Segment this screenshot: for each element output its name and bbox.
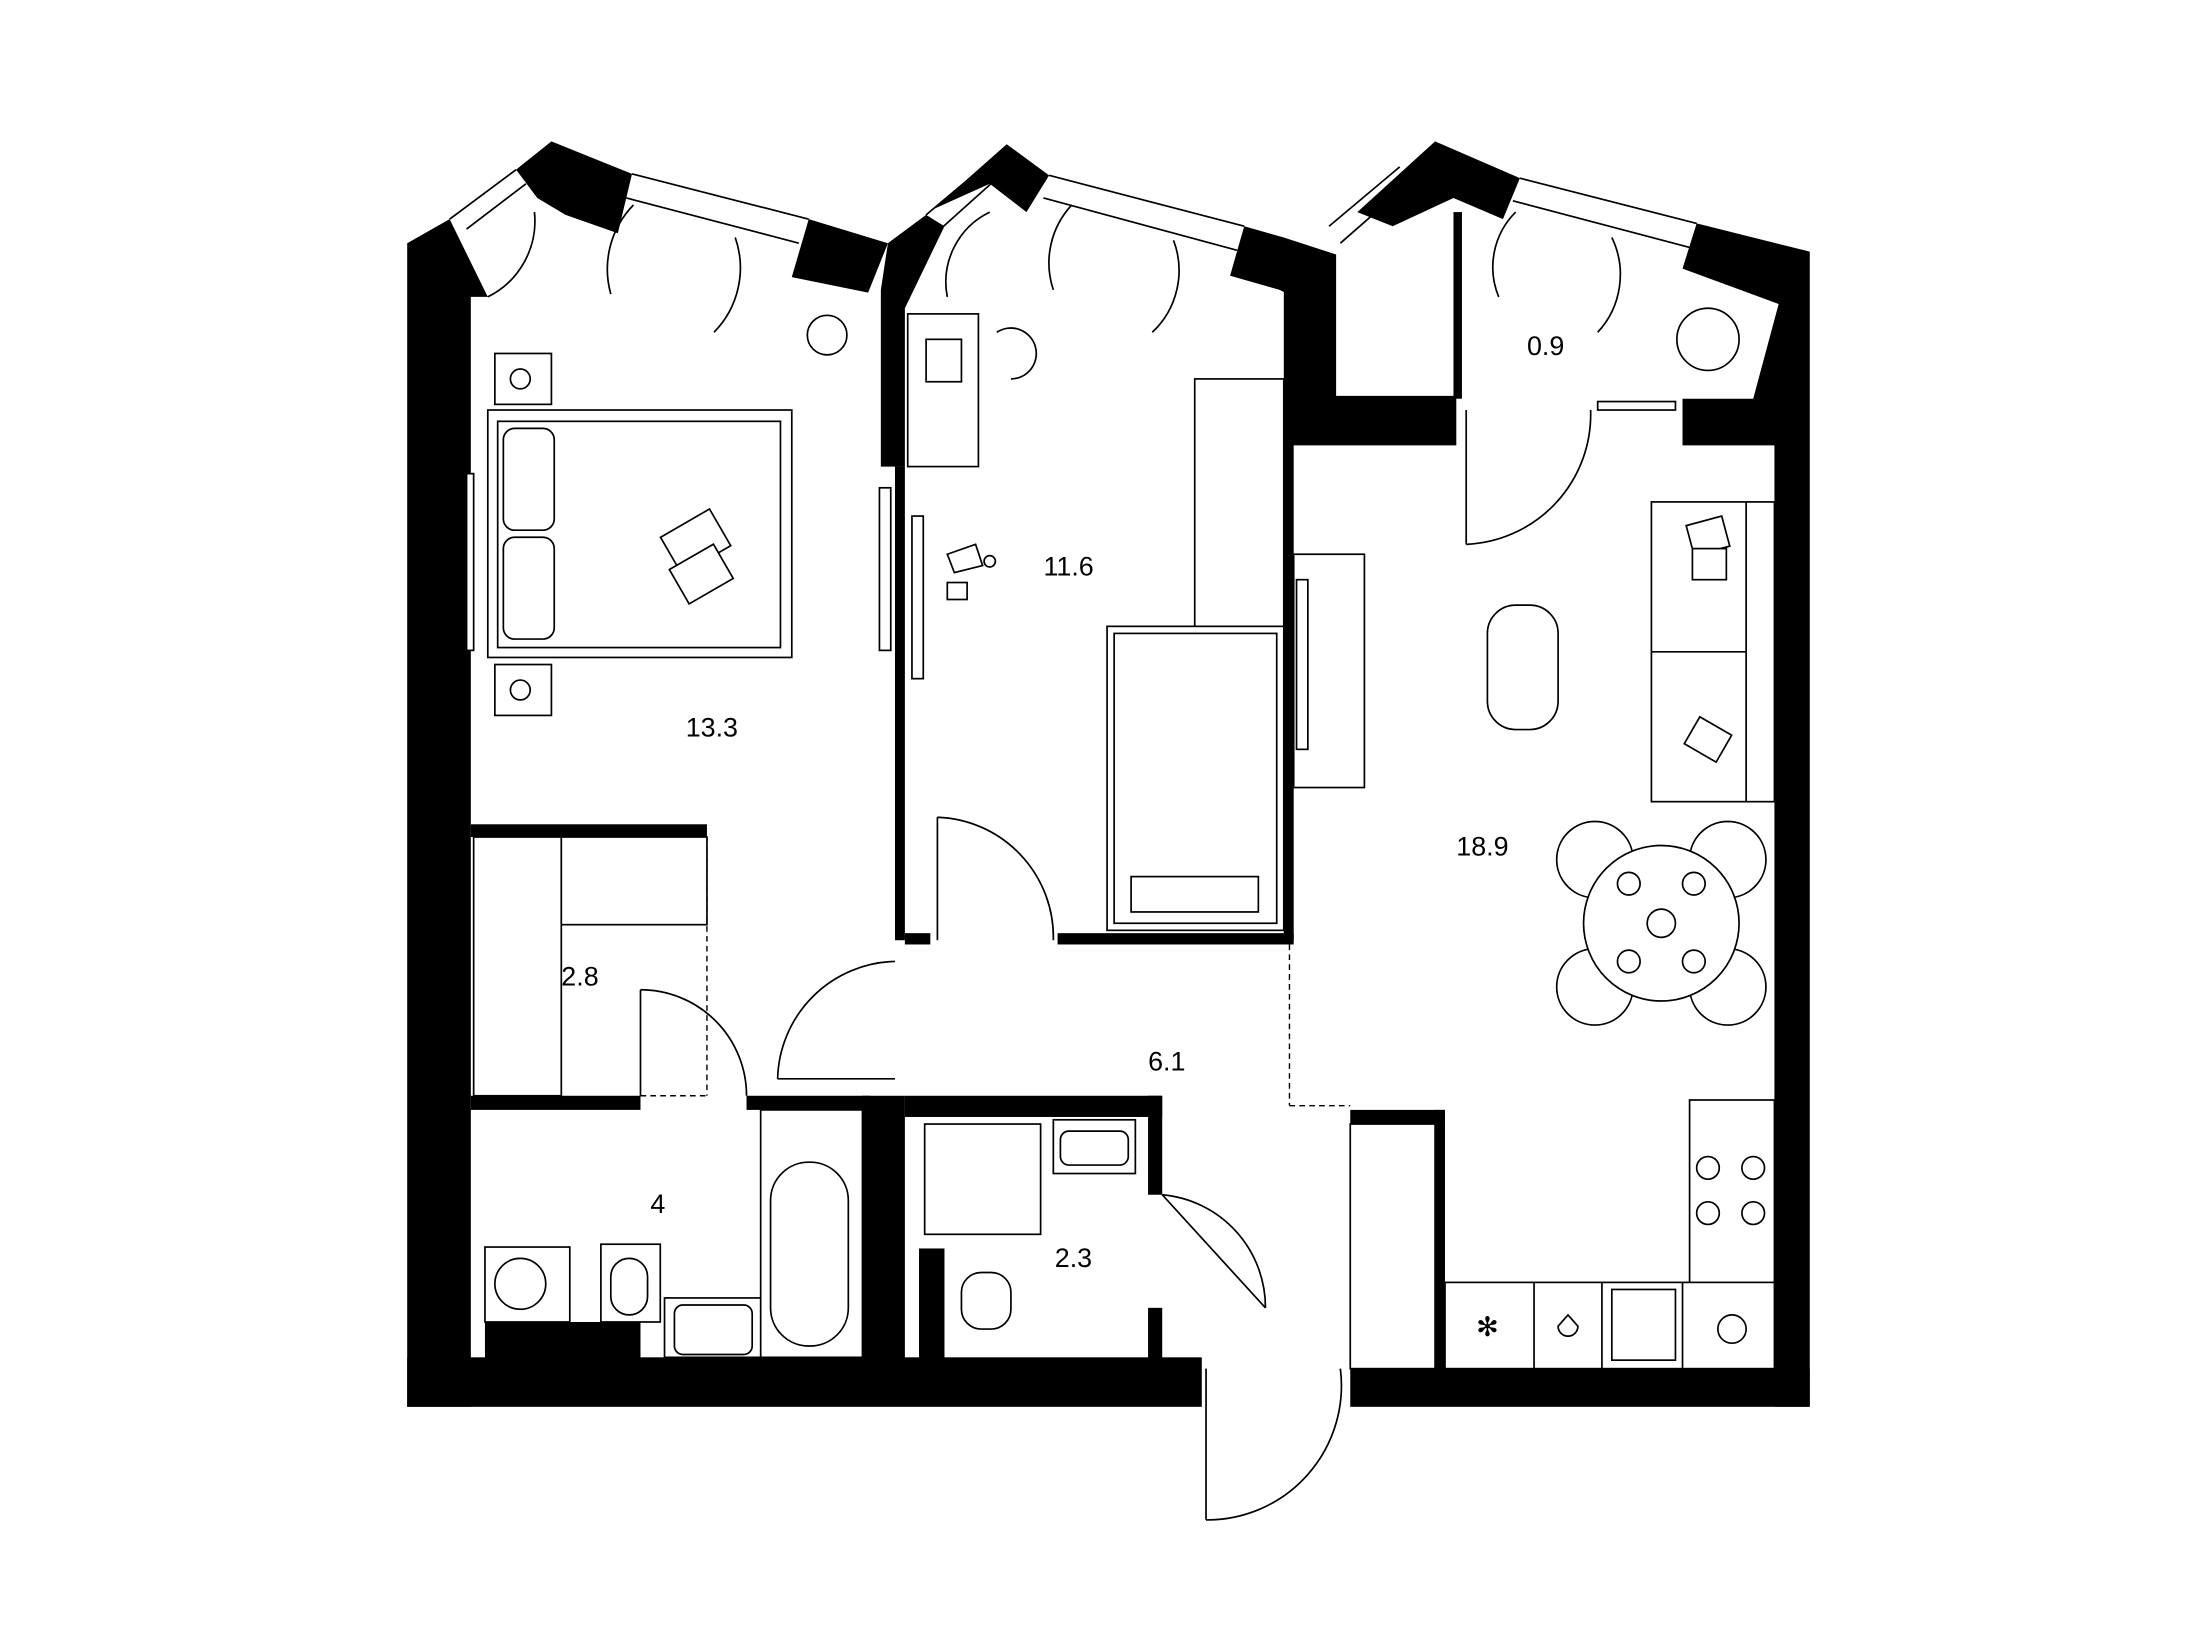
toilet-room-fixtures (923, 1118, 1436, 1370)
toys (946, 543, 997, 601)
room-area-living-kitchen: 18.9 (1456, 831, 1508, 861)
bedroom-tv (465, 472, 475, 652)
room-area-bathroom: 4 (650, 1189, 665, 1219)
wardrobe-shelves (472, 836, 708, 1097)
tv-unit (1292, 553, 1366, 789)
walls (407, 141, 1810, 1407)
kids-shelf (911, 515, 925, 680)
desk (906, 313, 1038, 468)
sofa (1650, 501, 1776, 803)
room-area-hallway: 6.1 (1148, 1046, 1185, 1076)
kids-bed (1106, 378, 1285, 932)
kitchen: ✻ (1444, 1099, 1776, 1370)
sink (1610, 1288, 1677, 1362)
room-area-balcony: 0.9 (1527, 331, 1564, 361)
coffee-table (1486, 604, 1559, 731)
dishwasher-icon (1717, 1314, 1747, 1345)
plant (806, 307, 1740, 372)
dining-table (1555, 820, 1767, 1026)
room-area-wardrobe: 2.8 (561, 961, 598, 991)
nightstands (494, 352, 553, 717)
room-area-kids-room: 11.6 (1043, 551, 1093, 581)
bed (486, 409, 793, 659)
drop-icon (1557, 1313, 1579, 1337)
room-area-toilet: 2.3 (1055, 1243, 1092, 1273)
snowflake-icon: ✻ (1476, 1312, 1499, 1342)
stove-icon (1695, 1155, 1766, 1226)
wall-shelf (878, 486, 892, 652)
bathroom-fixtures (484, 1109, 864, 1359)
room-area-bedroom: 13.3 (686, 713, 738, 743)
windows (449, 154, 1697, 411)
